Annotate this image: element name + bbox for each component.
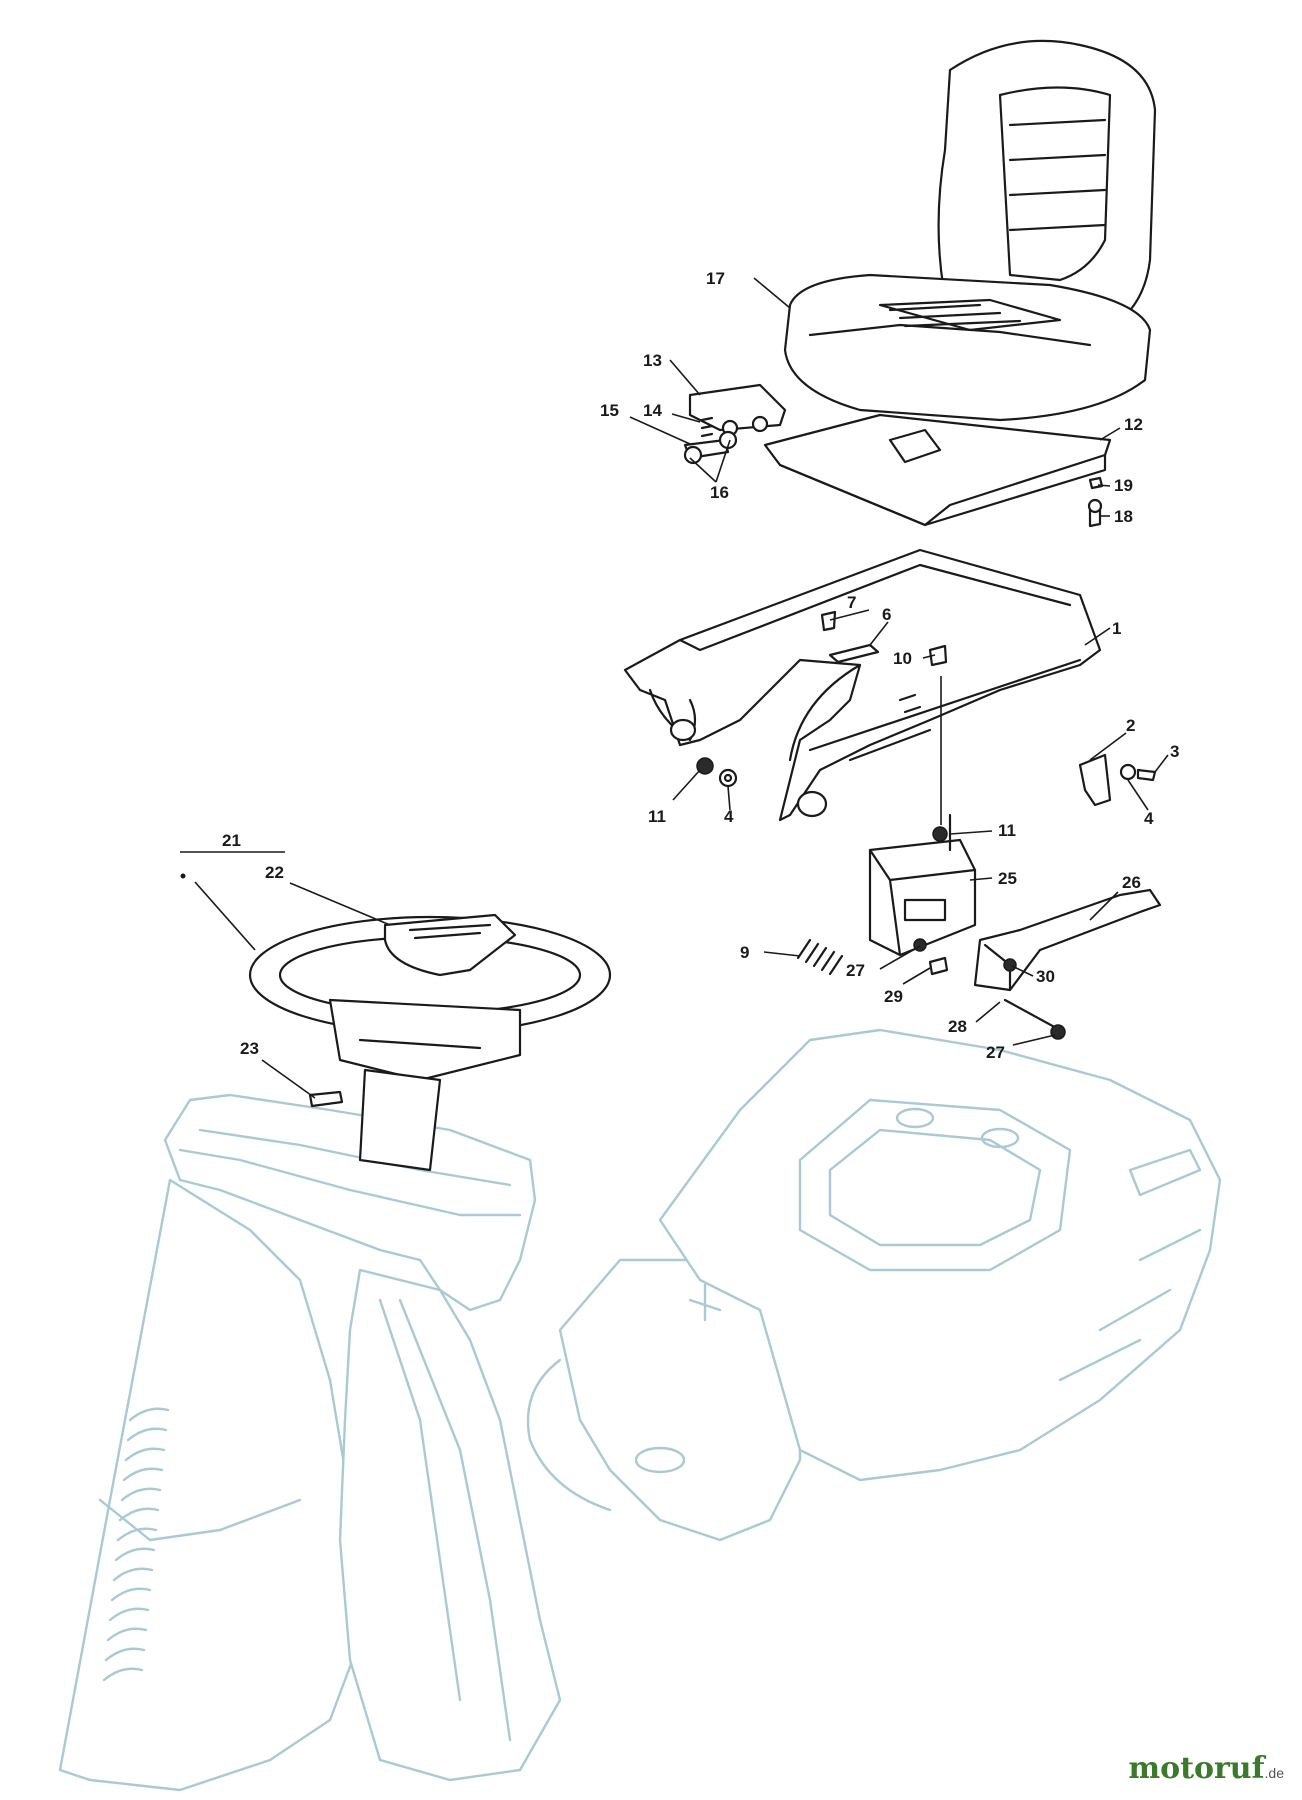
callout-18: 18 [1114,507,1133,526]
callout-19: 19 [1114,476,1133,495]
small-fasteners [820,610,948,667]
reference-dot [180,873,186,879]
watermark-suffix: .de [1264,1765,1284,1781]
callout-4-right: 4 [1144,809,1154,828]
callout-23: 23 [240,1039,259,1058]
spring [796,938,844,976]
callout-11-right: 11 [998,821,1016,840]
callout-25: 25 [998,869,1017,888]
callout-28: 28 [948,1017,967,1036]
leader-lines [180,277,1169,1099]
callout-17: 17 [706,269,725,288]
callout-13: 13 [643,351,662,370]
callout-7: 7 [847,593,856,612]
pivot-bracket [1078,753,1157,807]
callout-22: 22 [265,863,284,882]
bolt-and-washer [1087,476,1104,528]
callout-27-left: 27 [846,961,865,980]
seat-switch [868,813,977,957]
seat [783,39,1157,422]
vent-slots [102,1407,170,1682]
callout-29: 29 [884,987,903,1006]
hinge-bracket [683,383,787,465]
callout-2: 2 [1126,716,1135,735]
steering-wheel [248,913,612,1172]
callout-1: 1 [1112,619,1121,638]
callout-labels: 17 13 14 15 16 12 19 18 1 7 6 10 2 3 4 1… [222,269,1179,1062]
tractor-body [58,1028,1222,1792]
seat-pan [763,413,1112,527]
callout-26: 26 [1122,873,1141,892]
callout-10: 10 [893,649,912,668]
callout-12: 12 [1124,415,1143,434]
adjustment-lever [913,888,1162,1040]
callout-30: 30 [1036,967,1055,986]
callout-14: 14 [643,401,662,420]
callout-6: 6 [882,605,891,624]
callout-3: 3 [1170,742,1179,761]
callout-11-left: 11 [648,807,666,826]
callout-4-left: 4 [724,807,734,826]
watermark-main: motoruf [1128,1751,1265,1786]
callout-16: 16 [710,483,729,502]
seat-frame [623,548,1102,822]
callout-21: 21 [222,831,241,850]
watermark-logo: motoruf.de [1128,1751,1284,1786]
callout-9: 9 [740,943,749,962]
callout-15: 15 [600,401,619,420]
callout-27-right: 27 [986,1043,1005,1062]
